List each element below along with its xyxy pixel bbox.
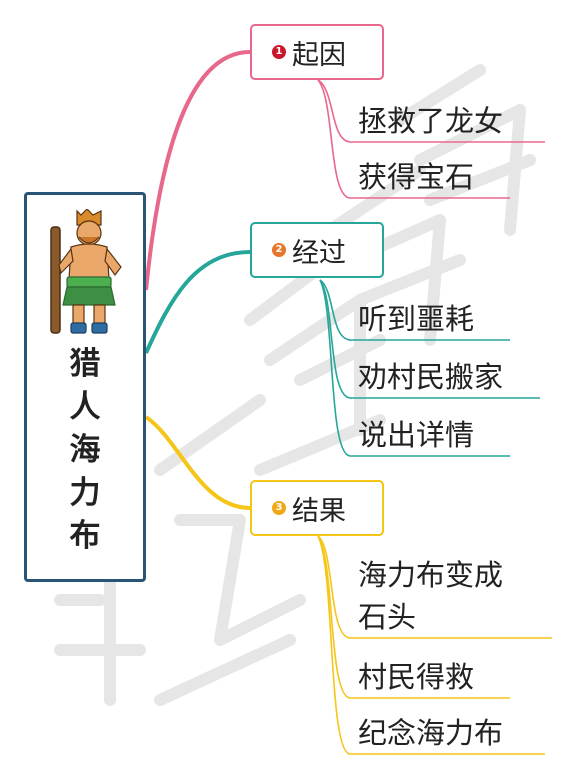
connector-leaf-3-1: [317, 535, 552, 639]
connector-branch-1: [144, 50, 251, 291]
topic-node-result[interactable]: 3 结果: [250, 480, 384, 536]
root-title: 猎 人 海 力 布: [27, 343, 143, 558]
topic-node-process[interactable]: 2 经过: [250, 222, 384, 278]
leaf-node[interactable]: 纪念海力布: [358, 716, 504, 750]
connector-leaf-1-2: [317, 79, 510, 199]
number-badge-2: 2: [272, 243, 286, 257]
leaf-node[interactable]: 说出详情: [358, 418, 475, 452]
leaf-node[interactable]: 获得宝石: [358, 160, 475, 194]
root-node[interactable]: 猎 人 海 力 布: [24, 192, 146, 582]
leaf-node[interactable]: 拯救了龙女: [358, 104, 504, 138]
leaf-node[interactable]: 海力布变成: [358, 558, 504, 592]
root-title-char: 力: [69, 475, 101, 511]
root-title-char: 海: [69, 432, 101, 468]
connector-branch-3: [144, 415, 251, 510]
connector-leaf-2-3: [319, 279, 510, 457]
root-title-char: 猎: [69, 346, 101, 382]
leaf-node[interactable]: 听到噩耗: [358, 302, 475, 336]
connector-leaf-3-2: [317, 535, 510, 699]
number-badge-1: 1: [272, 45, 286, 59]
number-badge-3: 3: [272, 501, 286, 515]
connector-leaf-2-1: [319, 279, 510, 341]
connector-leaf-2-2: [319, 279, 540, 399]
topic-node-cause[interactable]: 1 起因: [250, 24, 384, 80]
connector-branch-2: [144, 250, 251, 354]
connector-leaf-1-1: [317, 79, 545, 143]
leaf-node[interactable]: 石头: [358, 600, 417, 634]
topic-label: 起因: [292, 39, 346, 71]
connector-leaf-3-3: [317, 535, 545, 755]
hunter-figure-icon: [50, 209, 122, 334]
topic-label: 结果: [292, 495, 346, 527]
leaf-node[interactable]: 劝村民搬家: [358, 360, 504, 394]
root-title-char: 人: [69, 389, 101, 425]
leaf-node[interactable]: 村民得救: [358, 660, 475, 694]
topic-label: 经过: [292, 237, 346, 269]
root-title-char: 布: [69, 518, 101, 554]
